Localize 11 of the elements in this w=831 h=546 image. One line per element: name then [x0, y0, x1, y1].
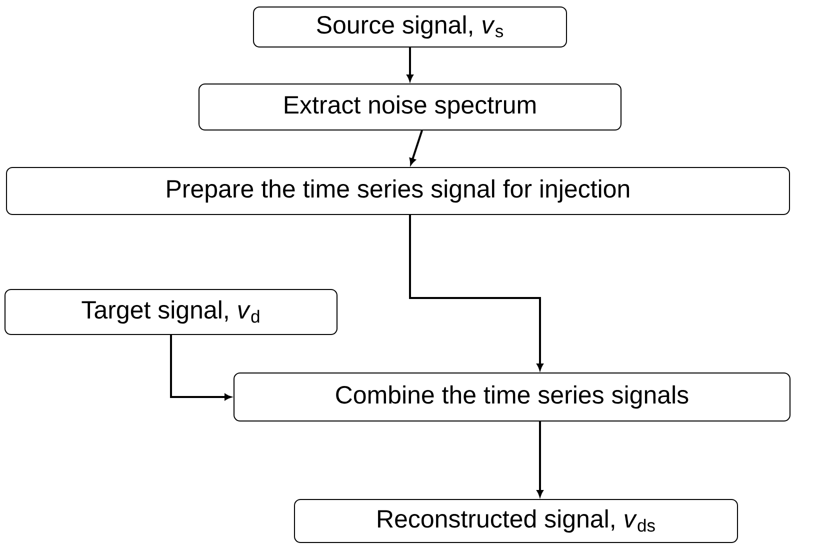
arrow — [409, 130, 423, 165]
process-box: Combine the time series signals — [234, 372, 790, 422]
process-box: Reconstructed signal, v$_{ds}$ — [294, 499, 738, 543]
process-box: Target signal, v$_{d}$ — [4, 289, 338, 335]
process-box: Extract noise spectrum — [198, 84, 622, 130]
arrow — [170, 335, 232, 400]
arrow — [406, 48, 414, 82]
process-box: Source signal, v$_{s}$ — [253, 6, 567, 48]
arrow — [409, 215, 544, 370]
process-box: Prepare the time series signal for injection — [6, 167, 790, 215]
arrow — [536, 422, 544, 497]
